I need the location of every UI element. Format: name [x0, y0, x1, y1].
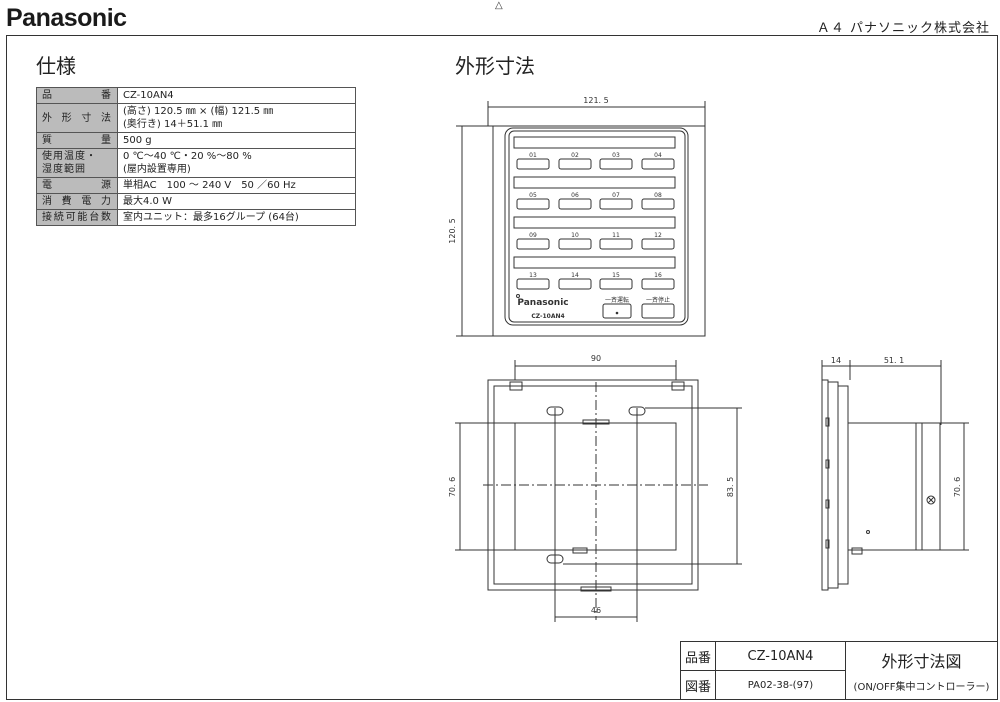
side-depth-b-dim: 51. 1: [884, 356, 904, 365]
side-height-dim: 70. 6: [953, 477, 962, 497]
dimension-heading: 外形寸法: [455, 54, 535, 78]
group-button: [516, 278, 550, 290]
group-button-label: 15: [612, 272, 620, 279]
group-button-label: 16: [654, 272, 662, 279]
front-height-dim: 120. 5: [448, 218, 457, 243]
group-button-label: 09: [529, 232, 537, 239]
spec-label: 質量: [36, 132, 118, 149]
group-button: [516, 198, 550, 210]
spec-heading: 仕様: [36, 54, 76, 78]
spec-table: 品番 CZ-10AN4 外形寸法 (高さ) 120.5 ㎜ × (幅) 121.…: [36, 87, 356, 226]
group-button-label: 06: [571, 192, 579, 199]
group-button: [558, 198, 592, 210]
group-button: [599, 238, 633, 250]
group-button: [599, 158, 633, 170]
group-button: [641, 238, 675, 250]
display-strip: [513, 176, 676, 189]
all-on-label: 一斉運転: [605, 296, 629, 304]
group-button: [599, 278, 633, 290]
back-view: 90 70. 6 83. 5 46: [448, 354, 742, 622]
group-button-label: 14: [571, 272, 579, 279]
back-bottom-dim: 46: [591, 606, 601, 615]
group-button-label: 12: [654, 232, 662, 239]
display-strip: [513, 256, 676, 269]
part-number: CZ-10AN4: [715, 641, 846, 671]
spec-value: CZ-10AN4: [117, 87, 356, 104]
back-right-dim: 83. 5: [726, 477, 735, 497]
side-view: 14 51. 1 70. 6: [821, 356, 969, 591]
panel-model: CZ-10AN4: [531, 313, 564, 320]
spec-row: 接続可能台数 室内ユニット：最多16グループ (64台): [36, 209, 356, 226]
group-button-label: 07: [612, 192, 620, 199]
group-button: [558, 238, 592, 250]
spec-label: 接続可能台数: [36, 209, 118, 226]
spec-value: 単相AC 100 ～ 240 V 50 ／60 Hz: [117, 177, 356, 194]
company-name: Ａ４ パナソニック株式会社: [816, 21, 990, 36]
all-off-button: [641, 303, 675, 319]
group-button-label: 13: [529, 272, 537, 279]
display-strip: [513, 216, 676, 229]
group-button-label: 08: [654, 192, 662, 199]
group-button: [641, 198, 675, 210]
title-cell: 外形寸法図 (ON/OFF集中コントローラー): [845, 641, 998, 700]
spec-row: 消費電力 最大4.0 W: [36, 193, 356, 210]
drawing-number: PA02-38-(97): [715, 670, 846, 700]
display-strip: [513, 136, 676, 149]
back-top-dim: 90: [591, 354, 601, 363]
title-block: 品番 CZ-10AN4 図番 PA02-38-(97) 外形寸法図 (ON/OF…: [680, 641, 998, 700]
drawing-title: 外形寸法図: [881, 652, 962, 671]
part-label: 品番: [680, 641, 716, 671]
spec-value: 最大4.0 W: [117, 193, 356, 210]
side-depth-a-dim: 14: [831, 356, 841, 365]
group-button: [516, 158, 550, 170]
group-button-label: 05: [529, 192, 537, 199]
group-button: [599, 198, 633, 210]
spec-label: 使用温度・ 湿度範囲: [36, 148, 118, 178]
group-button-label: 03: [612, 152, 620, 159]
group-button: [558, 278, 592, 290]
spec-row: 使用温度・ 湿度範囲 0 ℃～40 ℃・20 %～80 % (屋内設置専用): [36, 148, 356, 178]
all-on-button: [602, 303, 632, 319]
sheet-mark: △: [495, 0, 503, 11]
drawing-subtitle: (ON/OFF集中コントローラー): [853, 682, 990, 693]
spec-label: 電源: [36, 177, 118, 194]
spec-row: 電源 単相AC 100 ～ 240 V 50 ／60 Hz: [36, 177, 356, 194]
spec-row: 外形寸法 (高さ) 120.5 ㎜ × (幅) 121.5 ㎜ (奥行き) 14…: [36, 103, 356, 133]
group-button-label: 04: [654, 152, 662, 159]
front-width-dim: 121. 5: [583, 96, 608, 105]
button-panel: 01 02 03 04 05 06 07 08 09 10 11 12 13 14 15 16: [513, 136, 676, 290]
group-button: [558, 158, 592, 170]
spec-value: 室内ユニット：最多16グループ (64台): [117, 209, 356, 226]
spec-value: (高さ) 120.5 ㎜ × (幅) 121.5 ㎜ (奥行き) 14＋51.1…: [117, 103, 356, 133]
all-off-label: 一斉停止: [646, 296, 670, 304]
drawing-frame: [6, 35, 998, 700]
spec-row: 質量 500 g: [36, 132, 356, 149]
group-button: [516, 238, 550, 250]
panel-brand: Panasonic: [517, 298, 568, 308]
spec-value: 0 ℃～40 ℃・20 %～80 % (屋内設置専用): [117, 148, 356, 178]
front-view: 121. 5 120. 5 01 02 03 04 05 06 07 08 09 10 11 12 13…: [448, 96, 706, 337]
group-button-label: 02: [571, 152, 579, 159]
drawing-label: 図番: [680, 670, 716, 700]
spec-value: 500 g: [117, 132, 356, 149]
group-button-label: 10: [571, 232, 579, 239]
spec-row: 品番 CZ-10AN4: [36, 87, 356, 104]
spec-label: 品番: [36, 87, 118, 104]
group-button-label: 11: [612, 232, 620, 239]
group-button: [641, 158, 675, 170]
brand-logo: Panasonic: [6, 4, 127, 32]
back-left-dim: 70. 6: [448, 477, 457, 497]
spec-label: 消費電力: [36, 193, 118, 210]
group-button: [641, 278, 675, 290]
group-button-label: 01: [529, 152, 537, 159]
